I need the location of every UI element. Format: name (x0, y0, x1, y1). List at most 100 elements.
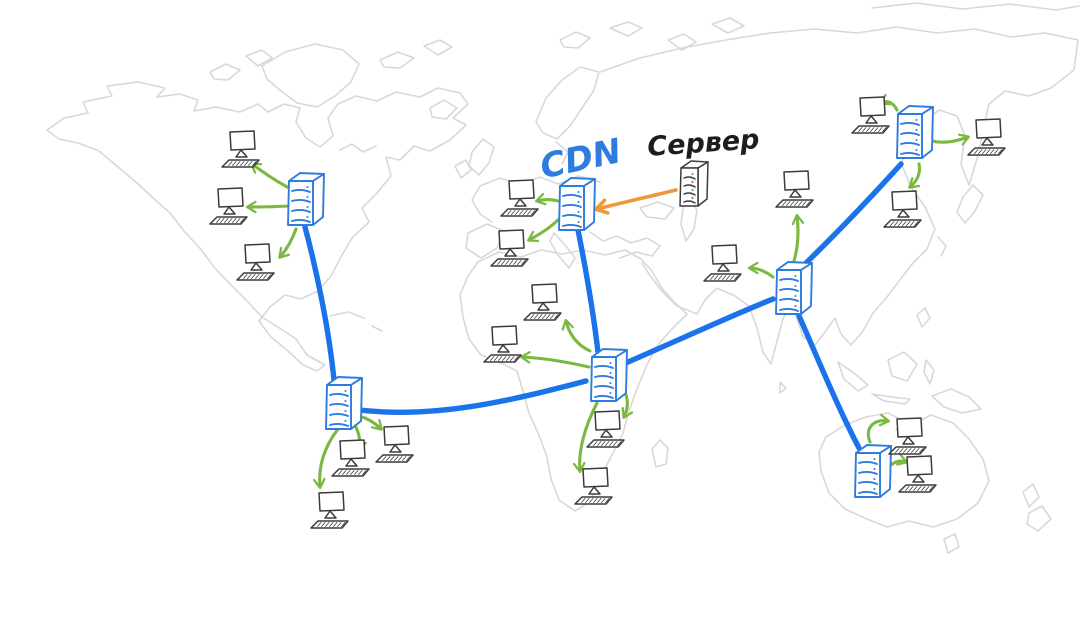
key-line (589, 498, 594, 503)
arrow-au-1 (866, 413, 891, 444)
cdn-server-africa (590, 348, 628, 402)
key-line (220, 218, 225, 223)
map-outline (371, 325, 383, 332)
key-line (894, 221, 899, 226)
monitor-icon (531, 283, 558, 304)
map-outline (943, 533, 960, 554)
key-line (905, 486, 910, 491)
monitor-icon (318, 491, 345, 512)
server-led (873, 478, 876, 480)
keyboard-icon (898, 484, 937, 493)
client-au-2 (898, 455, 937, 493)
keyboard-keys (895, 448, 924, 453)
map-outline (555, 141, 569, 165)
server-front-face (854, 452, 881, 498)
key-line (907, 448, 912, 453)
server-shelf-line (562, 214, 582, 218)
map-outline (454, 159, 472, 179)
key-line (890, 221, 895, 226)
server-front-face (558, 185, 585, 231)
key-line (974, 149, 979, 154)
key-line (325, 522, 330, 527)
server-shelf-line (858, 481, 878, 485)
arrow-eu-1 (534, 193, 560, 206)
key-line (913, 486, 918, 491)
cdn-server-australia (854, 444, 892, 498)
cdn-label: CDN (537, 131, 625, 187)
client-na-3 (236, 243, 275, 281)
key-line (398, 456, 403, 461)
monitor-icon (582, 467, 609, 488)
key-line (917, 486, 922, 491)
key-line (542, 314, 547, 319)
server-shelf-line (779, 288, 799, 292)
monitor-stand (789, 189, 802, 198)
server-led (609, 362, 612, 364)
keyboard-keys (338, 470, 367, 475)
key-line (710, 275, 715, 280)
arrow-na-3 (278, 227, 298, 259)
monitor-icon (975, 118, 1002, 139)
key-line (862, 127, 867, 132)
server-led (577, 191, 580, 193)
client-arrows (245, 93, 971, 490)
arrow-af-4 (573, 401, 599, 474)
backbone-links (302, 161, 904, 451)
key-line (786, 201, 791, 206)
key-line (878, 127, 883, 132)
server-led (609, 392, 612, 394)
map-outline (535, 66, 600, 140)
keyboard-keys (782, 201, 811, 206)
server-side-face (312, 173, 325, 226)
monitor-stand (897, 209, 910, 218)
key-line (402, 456, 407, 461)
key-line (358, 470, 363, 475)
map-outline (609, 21, 643, 37)
client-na-2 (209, 187, 248, 225)
key-line (267, 274, 272, 279)
key-line (718, 275, 723, 280)
key-line (514, 356, 519, 361)
monitor-icon (783, 170, 810, 191)
client-as-1 (775, 170, 814, 208)
server-shelf-line (291, 199, 311, 203)
server-shelf-line (858, 491, 878, 495)
server-shelf-line (900, 152, 920, 156)
server-shelf-line (900, 122, 920, 126)
server-led (344, 400, 347, 402)
arrow-eu-2 (527, 217, 561, 243)
key-line (605, 441, 610, 446)
keyboard-keys (581, 498, 610, 503)
server-shelf-line (562, 194, 582, 198)
server-shelf-line (683, 200, 696, 204)
map-outline (261, 43, 360, 108)
server-led (691, 189, 694, 191)
map-outline (459, 249, 688, 512)
key-line (998, 149, 1003, 154)
map-outline (931, 388, 982, 414)
server-front-face (896, 113, 923, 159)
cdn-server-north-america (287, 172, 325, 226)
link-northamerica-southamerica (302, 224, 337, 383)
keyboard-icon (775, 199, 814, 208)
monitor-stand (902, 436, 915, 445)
keyboard-keys (490, 356, 519, 361)
key-line (906, 221, 911, 226)
client-nea-2 (967, 118, 1006, 156)
key-line (515, 210, 520, 215)
keyboard-keys (858, 127, 887, 132)
monitor-stand (235, 149, 248, 158)
map-outline (937, 236, 947, 257)
key-line (252, 161, 257, 166)
key-line (609, 441, 614, 446)
link-asia-australia (796, 313, 862, 451)
world-map (46, 2, 1080, 554)
map-outline (471, 185, 493, 223)
key-line (617, 441, 622, 446)
key-line (362, 470, 367, 475)
arrow-af-1 (561, 318, 592, 353)
key-line (898, 221, 903, 226)
server-shelf-line (594, 375, 614, 379)
client-af-2 (483, 325, 522, 363)
key-line (882, 127, 887, 132)
